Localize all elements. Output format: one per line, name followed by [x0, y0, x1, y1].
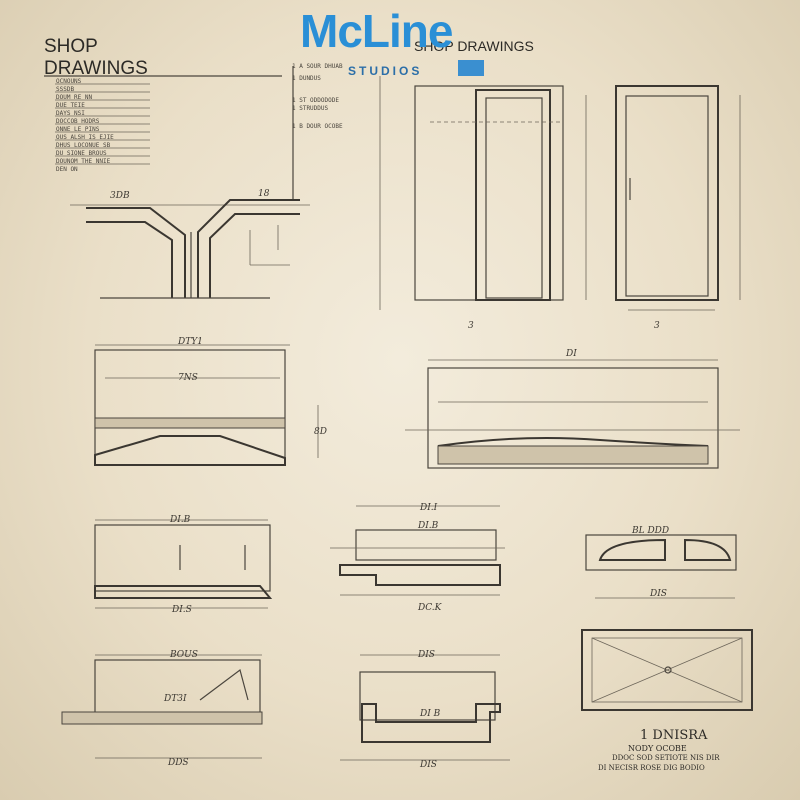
dimension-label: DTY1: [177, 337, 203, 347]
plan-center-mark: [664, 666, 672, 674]
section-outline: [94, 659, 261, 721]
title-block-line: NODY OCOBE: [628, 744, 687, 753]
dimension-label: DT3I: [163, 694, 187, 704]
dimension-label: 3DB: [110, 191, 130, 201]
section-base: [61, 711, 263, 725]
door-elevation-right: 3: [615, 85, 741, 331]
door-elevation-left: 3: [414, 85, 587, 331]
spec-note: 1 B DOUR OCOBE: [292, 123, 343, 130]
legend-item: DOUNOM THE NNIE: [56, 158, 111, 165]
small-section-c: BL DDD DIS: [585, 526, 737, 599]
small-section-b: DI.I DI.B DC.K: [330, 503, 505, 613]
dimension-label: DIS: [419, 760, 437, 770]
legend-item: DU SIONE BROUS: [56, 150, 107, 157]
legend-item: DUE TEIE: [56, 102, 85, 109]
rail-outline: [427, 367, 719, 469]
section-base: [94, 585, 273, 599]
bottom-section-b: DIS DI B DIS: [340, 650, 510, 770]
dimension-label: 3: [654, 321, 660, 331]
logo-accent-bar: [458, 60, 484, 76]
panel-rail: [94, 417, 286, 429]
legend-list: OCNOUNS SSSDB DOUM RE NN DUE TEIE DAYS N…: [55, 78, 150, 173]
spec-note: 1 DUNDUS: [292, 75, 321, 82]
logo-name: McLine: [300, 5, 453, 57]
section-outline: [355, 529, 497, 561]
panel-section-drawing: DTY1 7NS 8D: [94, 337, 327, 466]
door-leaf: [485, 97, 543, 299]
dimension-label: 18: [258, 189, 270, 199]
panel-base: [94, 435, 286, 466]
door-leaf: [625, 95, 709, 297]
dimension-label: DI.I: [419, 503, 438, 513]
dimension-label: DIS: [417, 650, 435, 660]
dimension-label: DIS: [649, 589, 667, 599]
door-outer-frame: [414, 85, 564, 301]
section-outline: [585, 534, 737, 571]
sheet-title-line1: SHOP: [44, 36, 98, 57]
section-base: [339, 564, 501, 586]
legend-item: DEN ON: [56, 166, 78, 173]
small-section-a: DI.B DI.S: [94, 515, 273, 615]
legend-item: DOUM RE NN: [56, 94, 93, 101]
title-block-heading: 1 DNISRA: [640, 728, 708, 743]
legend-item: DOCCOB HODRS: [56, 118, 100, 125]
title-block-line: DI NECISR ROSE DIG BODIO: [598, 764, 705, 772]
dimension-label: DI.S: [171, 605, 192, 615]
frame-profile-right: [197, 199, 300, 298]
frame-section-drawing: 3DB 18: [70, 189, 310, 299]
spec-note: 1 A SOUR DHUAB: [292, 63, 343, 70]
legend-item: ONNE LE PINS: [56, 126, 100, 133]
logo-subtitle: STUDIOS: [348, 64, 423, 78]
rail-base: [437, 445, 709, 465]
dimension-label: 3: [468, 321, 474, 331]
spec-note: 1 ST ODDODODE: [292, 97, 339, 104]
title-block-line: DDOC SOD SETIOTE NIS DIR: [612, 754, 720, 762]
dimension-label: DC.K: [417, 603, 443, 613]
dimension-label: DI: [565, 349, 577, 359]
section-profile: [598, 538, 732, 561]
sheet-title-line2: DRAWINGS: [44, 58, 148, 79]
sheet-title: SHOP DRAWINGS: [44, 36, 148, 80]
spec-notes: 1 A SOUR DHUAB 1 DUNDUS 1 ST ODDODODE 1 …: [292, 63, 343, 130]
dimension-label: DI.B: [417, 521, 439, 531]
bottom-section-a: BOUS DT3I DDS: [61, 650, 263, 768]
section-channel: [361, 703, 501, 743]
legend-item: DAYS NSI: [56, 110, 85, 117]
plan-view-drawing: [581, 629, 753, 711]
door-jamb: [475, 89, 551, 301]
section-outline: [359, 671, 496, 721]
sheet-title-right: SHOP DRAWINGS: [414, 38, 534, 54]
spec-note: 1 STRUDDUS: [292, 105, 329, 112]
dimension-label: DDS: [167, 758, 189, 768]
plan-outline: [581, 629, 753, 711]
dimension-label: BL DDD: [631, 526, 669, 536]
section-bracket: [199, 668, 249, 701]
dimension-label: 8D: [314, 427, 327, 437]
plan-inner: [591, 637, 743, 703]
legend-item: OCNOUNS: [56, 78, 82, 85]
dimension-label: DI B: [419, 709, 441, 719]
rail-profile: [437, 437, 709, 447]
rail-section-drawing: DI: [405, 349, 740, 469]
dimension-label: BOUS: [169, 650, 198, 660]
section-outline: [94, 524, 271, 592]
frame-profile-left: [86, 207, 186, 298]
plan-diagonal: [591, 637, 743, 703]
door-outer-frame: [615, 85, 719, 301]
dimension-label: 7NS: [178, 373, 198, 383]
studio-logo: McLine STUDIOS: [298, 5, 488, 80]
dimension-label: DI.B: [169, 515, 191, 525]
legend-item: OUS ALSH IS EJIE: [56, 134, 114, 141]
legend-item: SSSDB: [56, 86, 74, 93]
legend-item: DHUS LOCONUE SB: [56, 142, 111, 149]
